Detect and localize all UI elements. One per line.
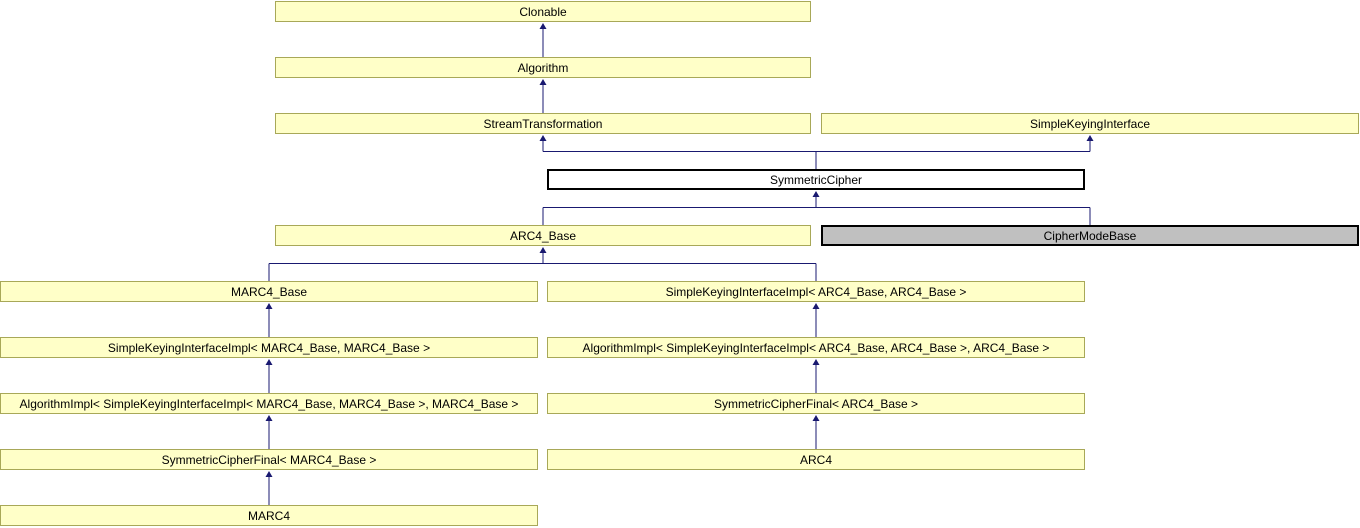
edge-multi-child-symmetric_cipher (542, 191, 1091, 225)
edge-marc4-to-scf_marc4 (265, 471, 273, 505)
class-node-arc4_base[interactable]: ARC4_Base (275, 225, 811, 246)
arrow-up-icon (265, 359, 273, 365)
arrow-up-icon (812, 191, 820, 197)
arrow-up-icon (265, 415, 273, 421)
class-node-marc4[interactable]: MARC4 (0, 505, 538, 526)
edge-algoimpl_arc4-to-skii_arc4 (812, 303, 820, 337)
edge-skii_marc4-to-marc4_base (265, 303, 273, 337)
edge-multi-child-arc4_base (268, 247, 817, 281)
class-node-scf_arc4[interactable]: SymmetricCipherFinal< ARC4_Base > (547, 393, 1085, 414)
class-node-skii_marc4[interactable]: SimpleKeyingInterfaceImpl< MARC4_Base, M… (0, 337, 538, 358)
edge-algorithm-to-clonable (539, 23, 547, 57)
arrow-up-icon (539, 247, 547, 253)
class-node-stream_transformation[interactable]: StreamTransformation (275, 113, 811, 134)
class-node-simple_keying_interface[interactable]: SimpleKeyingInterface (821, 113, 1359, 134)
class-node-clonable[interactable]: Clonable (275, 1, 811, 22)
arrow-up-icon (812, 359, 820, 365)
arrow-up-icon (539, 79, 547, 85)
class-node-cipher_mode_base[interactable]: CipherModeBase (821, 225, 1359, 246)
edge-arc4-to-scf_arc4 (812, 415, 820, 449)
arrow-up-icon (539, 135, 547, 141)
arrow-up-icon (265, 303, 273, 309)
edge-algoimpl_marc4-to-skii_marc4 (265, 359, 273, 393)
class-node-skii_arc4[interactable]: SimpleKeyingInterfaceImpl< ARC4_Base, AR… (547, 281, 1085, 302)
class-node-scf_marc4[interactable]: SymmetricCipherFinal< MARC4_Base > (0, 449, 538, 470)
class-node-algoimpl_arc4[interactable]: AlgorithmImpl< SimpleKeyingInterfaceImpl… (547, 337, 1085, 358)
class-node-symmetric_cipher: SymmetricCipher (547, 169, 1085, 190)
edge-stream_transformation-to-algorithm (539, 79, 547, 113)
arrow-up-icon (265, 471, 273, 477)
class-node-arc4[interactable]: ARC4 (547, 449, 1085, 470)
arrow-up-icon (812, 415, 820, 421)
arrow-up-icon (539, 23, 547, 29)
class-node-algorithm[interactable]: Algorithm (275, 57, 811, 78)
arrow-up-icon (1086, 135, 1094, 141)
edge-multi-parent-symmetric_cipher (539, 135, 1094, 169)
class-node-algoimpl_marc4[interactable]: AlgorithmImpl< SimpleKeyingInterfaceImpl… (0, 393, 538, 414)
arrow-up-icon (812, 303, 820, 309)
edge-scf_marc4-to-algoimpl_marc4 (265, 415, 273, 449)
edge-scf_arc4-to-algoimpl_arc4 (812, 359, 820, 393)
class-node-marc4_base[interactable]: MARC4_Base (0, 281, 538, 302)
